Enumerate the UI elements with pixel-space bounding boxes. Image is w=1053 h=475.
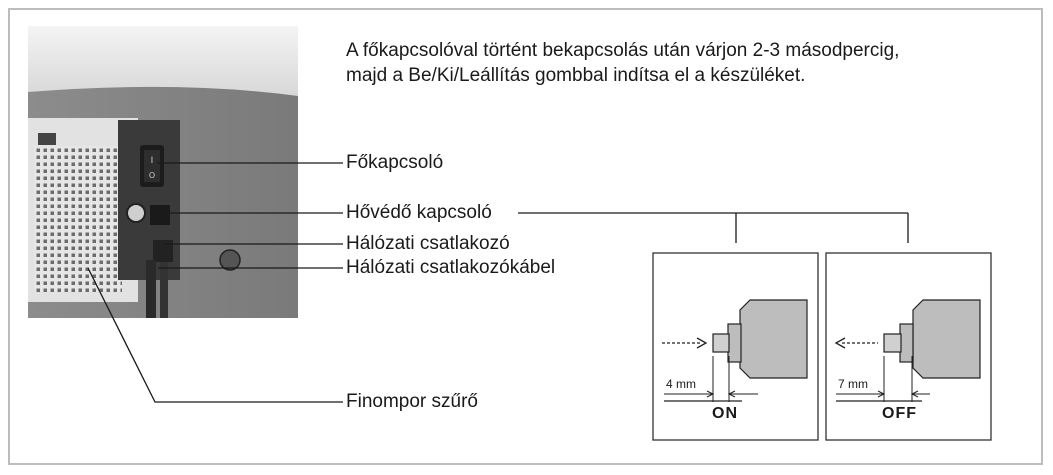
svg-text:I: I (151, 156, 154, 166)
off-measure: 7 mm (838, 377, 868, 391)
label-main-switch: Főkapcsoló (346, 152, 444, 173)
svg-text:O: O (149, 171, 155, 180)
on-state: ON (712, 405, 738, 422)
label-thermal-switch: Hővédő kapcsoló (346, 202, 492, 223)
switch-body-off (912, 299, 981, 379)
off-state: OFF (882, 405, 917, 422)
panel-on (652, 252, 819, 441)
label-fine-dust-filter: Finompor szűrő (346, 391, 478, 412)
connector-shape (153, 240, 173, 262)
switch-pin-on (712, 333, 730, 353)
switch-body-on (739, 299, 808, 379)
label-power-connector: Hálózati csatlakozó (346, 233, 510, 254)
on-measure: 4 mm (666, 377, 696, 391)
thermal-switch-shape (126, 203, 146, 223)
filter-grille (34, 146, 122, 292)
panel-off (825, 252, 992, 441)
cable-shape (146, 260, 156, 318)
intro-line-1: A főkapcsolóval történt bekapcsolás után… (346, 40, 900, 61)
label-leaders (87, 162, 909, 403)
switch-pin-off (883, 333, 902, 353)
intro-line-2: majd a Be/Ki/Leállítás gombbal indítsa e… (346, 65, 806, 86)
device-photo: I O (28, 26, 298, 318)
label-power-cable: Hálózati csatlakozókábel (346, 257, 556, 278)
